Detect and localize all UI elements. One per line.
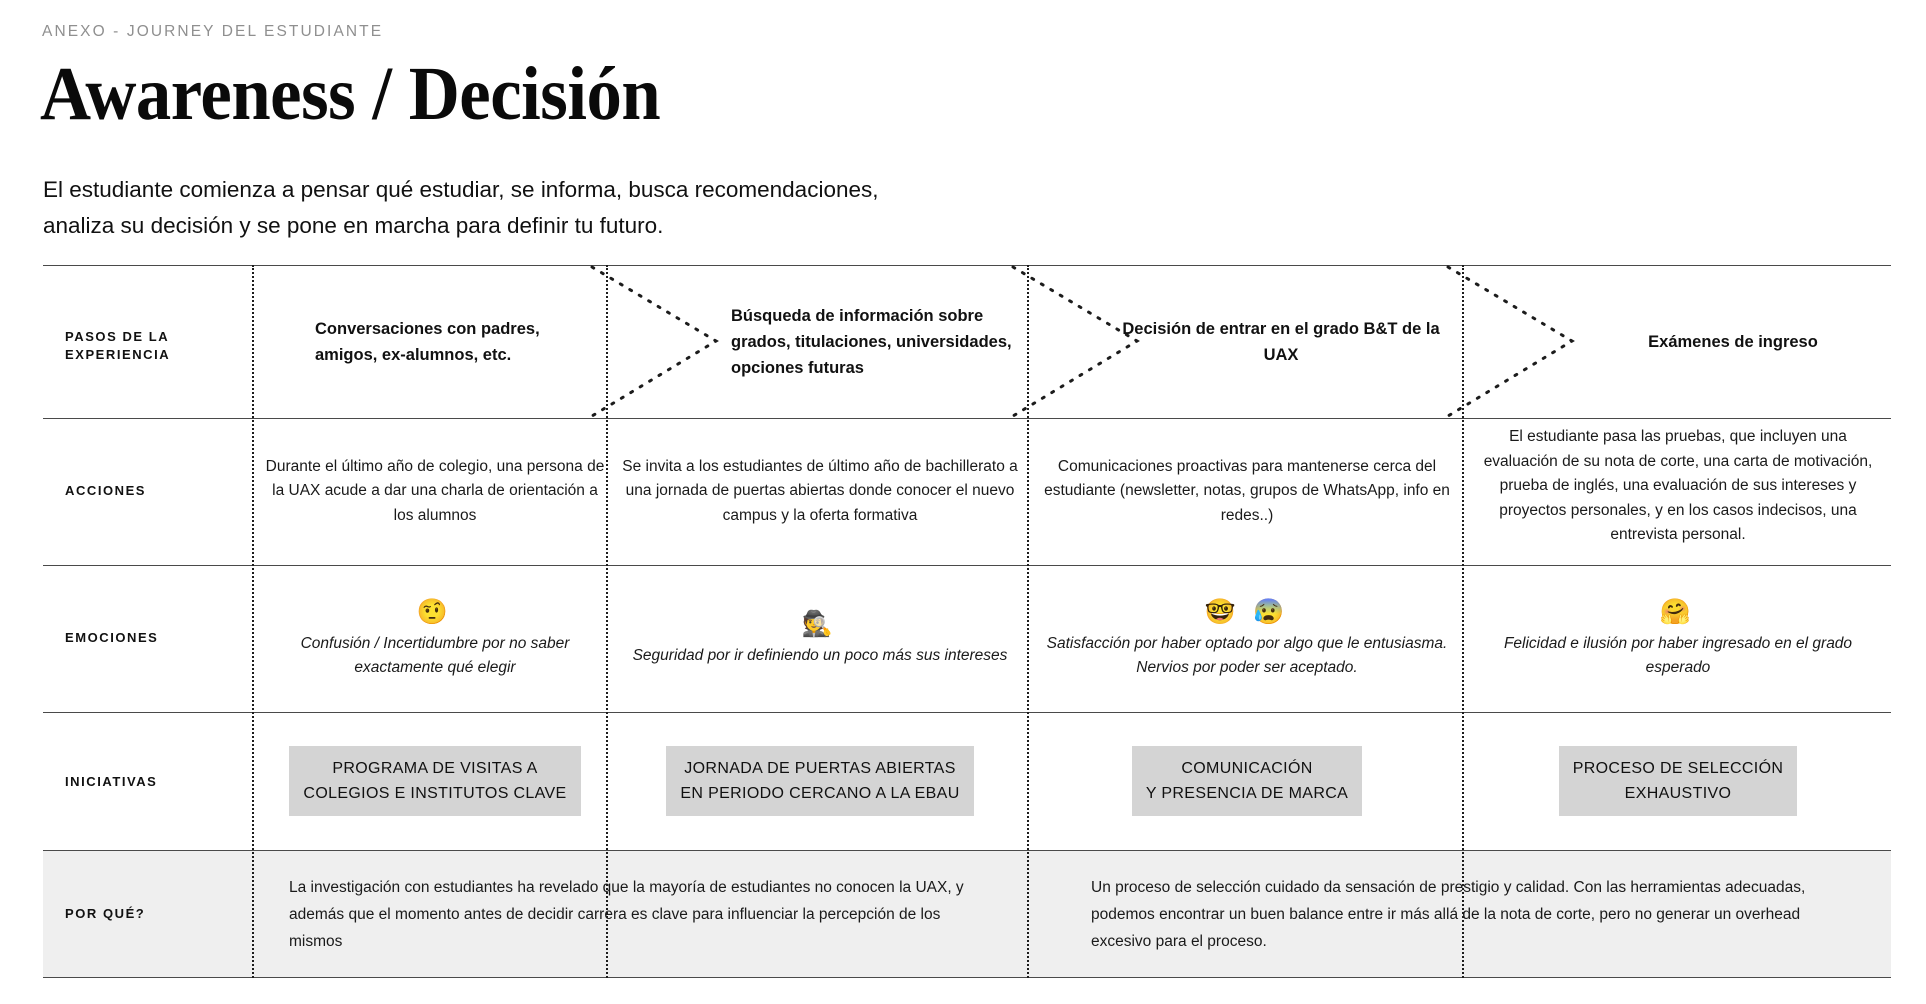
step-label-3: Decisión de entrar en el grado B&T de la… xyxy=(1122,319,1440,364)
iniciativa-cell-4: PROCESO DE SELECCIÓN EXHAUSTIVO xyxy=(1472,712,1884,850)
column-divider-3 xyxy=(1027,265,1029,978)
step-chevron-3-icon xyxy=(1446,265,1575,418)
grid-rule-3 xyxy=(43,712,1891,713)
emocion-cell-1: 🤨 Confusión / Incertidumbre por no saber… xyxy=(265,565,605,712)
iniciativa-cell-1: PROGRAMA DE VISITAS A COLEGIOS E INSTITU… xyxy=(265,712,605,850)
step-cell-3: Decisión de entrar en el grado B&T de la… xyxy=(1121,265,1441,418)
step-label-4: Exámenes de ingreso xyxy=(1648,332,1818,351)
accion-text-3: Comunicaciones proactivas para manteners… xyxy=(1044,457,1450,524)
column-divider-1 xyxy=(252,265,254,978)
accion-cell-4: El estudiante pasa las pruebas, que incl… xyxy=(1472,413,1884,560)
por-que-text-1: La investigación con estudiantes ha reve… xyxy=(289,878,964,950)
step-cell-4: Exámenes de ingreso xyxy=(1583,265,1883,418)
por-que-cell-2: Un proceso de selección cuidado da sensa… xyxy=(1091,850,1846,978)
iniciativa-cell-2: JORNADA DE PUERTAS ABIERTAS EN PERIODO C… xyxy=(615,712,1025,850)
accion-text-1: Durante el último año de colegio, una pe… xyxy=(265,457,605,524)
row-label-iniciativas: INICIATIVAS xyxy=(65,774,158,789)
step-cell-1: Conversaciones con padres, amigos, ex-al… xyxy=(315,265,585,418)
iniciativa-chip-4[interactable]: PROCESO DE SELECCIÓN EXHAUSTIVO xyxy=(1558,746,1798,816)
grid-rule-top xyxy=(43,265,1891,266)
accion-cell-3: Comunicaciones proactivas para manteners… xyxy=(1037,418,1457,565)
emocion-text-1: Confusión / Incertidumbre por no saber e… xyxy=(300,635,570,676)
emocion-text-2: Seguridad por ir definiendo un poco más … xyxy=(632,647,1008,664)
page-title: Awareness / Decisión xyxy=(40,52,661,136)
page-subtitle: El estudiante comienza a pensar qué estu… xyxy=(43,177,879,238)
column-divider-4 xyxy=(1462,265,1464,978)
row-label-acciones: ACCIONES xyxy=(65,483,147,498)
iniciativa-cell-3: COMUNICACIÓN Y PRESENCIA DE MARCA xyxy=(1037,712,1457,850)
step-cell-2: Búsqueda de información sobre grados, ti… xyxy=(731,265,1031,418)
iniciativa-chip-2[interactable]: JORNADA DE PUERTAS ABIERTAS EN PERIODO C… xyxy=(666,746,974,816)
grid-rule-4 xyxy=(43,850,1891,851)
row-label-por-que: POR QUÉ? xyxy=(65,906,146,921)
column-divider-2 xyxy=(606,265,608,978)
grid-rule-1 xyxy=(43,418,1891,419)
raised-eyebrow-face-emoji: 🤨 xyxy=(416,598,454,626)
grid-rule-2 xyxy=(43,565,1891,566)
accion-text-2: Se invita a los estudiantes de último añ… xyxy=(622,457,1018,524)
accion-cell-1: Durante el último año de colegio, una pe… xyxy=(265,418,605,565)
accion-cell-2: Se invita a los estudiantes de último añ… xyxy=(615,418,1025,565)
por-que-text-2: Un proceso de selección cuidado da sensa… xyxy=(1091,878,1806,950)
emocion-cell-4: 🤗 Felicidad e ilusión por haber ingresad… xyxy=(1472,565,1884,712)
iniciativa-chip-3[interactable]: COMUNICACIÓN Y PRESENCIA DE MARCA xyxy=(1131,746,1363,816)
grid-rule-bottom xyxy=(43,977,1891,978)
iniciativa-chip-1[interactable]: PROGRAMA DE VISITAS A COLEGIOS E INSTITU… xyxy=(289,746,581,816)
step-chevron-1-icon xyxy=(590,265,719,418)
por-que-cell-1: La investigación con estudiantes ha reve… xyxy=(289,850,969,978)
emocion-cell-2: 🕵️ Seguridad por ir definiendo un poco m… xyxy=(615,565,1025,712)
hugging-face-emoji: 🤗 xyxy=(1659,598,1697,626)
eyebrow-label: ANEXO - JOURNEY DEL ESTUDIANTE xyxy=(42,23,384,40)
detective-emoji: 🕵️ xyxy=(801,610,839,638)
row-label-emociones: EMOCIONES xyxy=(65,630,159,645)
emocion-cell-3: 🤓 😰 Satisfacción por haber optado por al… xyxy=(1037,565,1457,712)
emocion-text-4: Felicidad e ilusión por haber ingresado … xyxy=(1503,635,1853,676)
emocion-text-3: Satisfacción por haber optado por algo q… xyxy=(1046,635,1448,676)
journey-grid: PASOS DE LA EXPERIENCIA Conversaciones c… xyxy=(43,265,1891,978)
por-que-row-background xyxy=(43,850,1891,978)
step-label-2: Búsqueda de información sobre grados, ti… xyxy=(731,306,1012,377)
nerd-face-and-anxious-face-emoji: 🤓 😰 xyxy=(1204,598,1290,626)
row-label-pasos: PASOS DE LA EXPERIENCIA xyxy=(65,329,171,362)
accion-text-4: El estudiante pasa las pruebas, que incl… xyxy=(1483,428,1873,544)
step-label-1: Conversaciones con padres, amigos, ex-al… xyxy=(315,319,540,364)
